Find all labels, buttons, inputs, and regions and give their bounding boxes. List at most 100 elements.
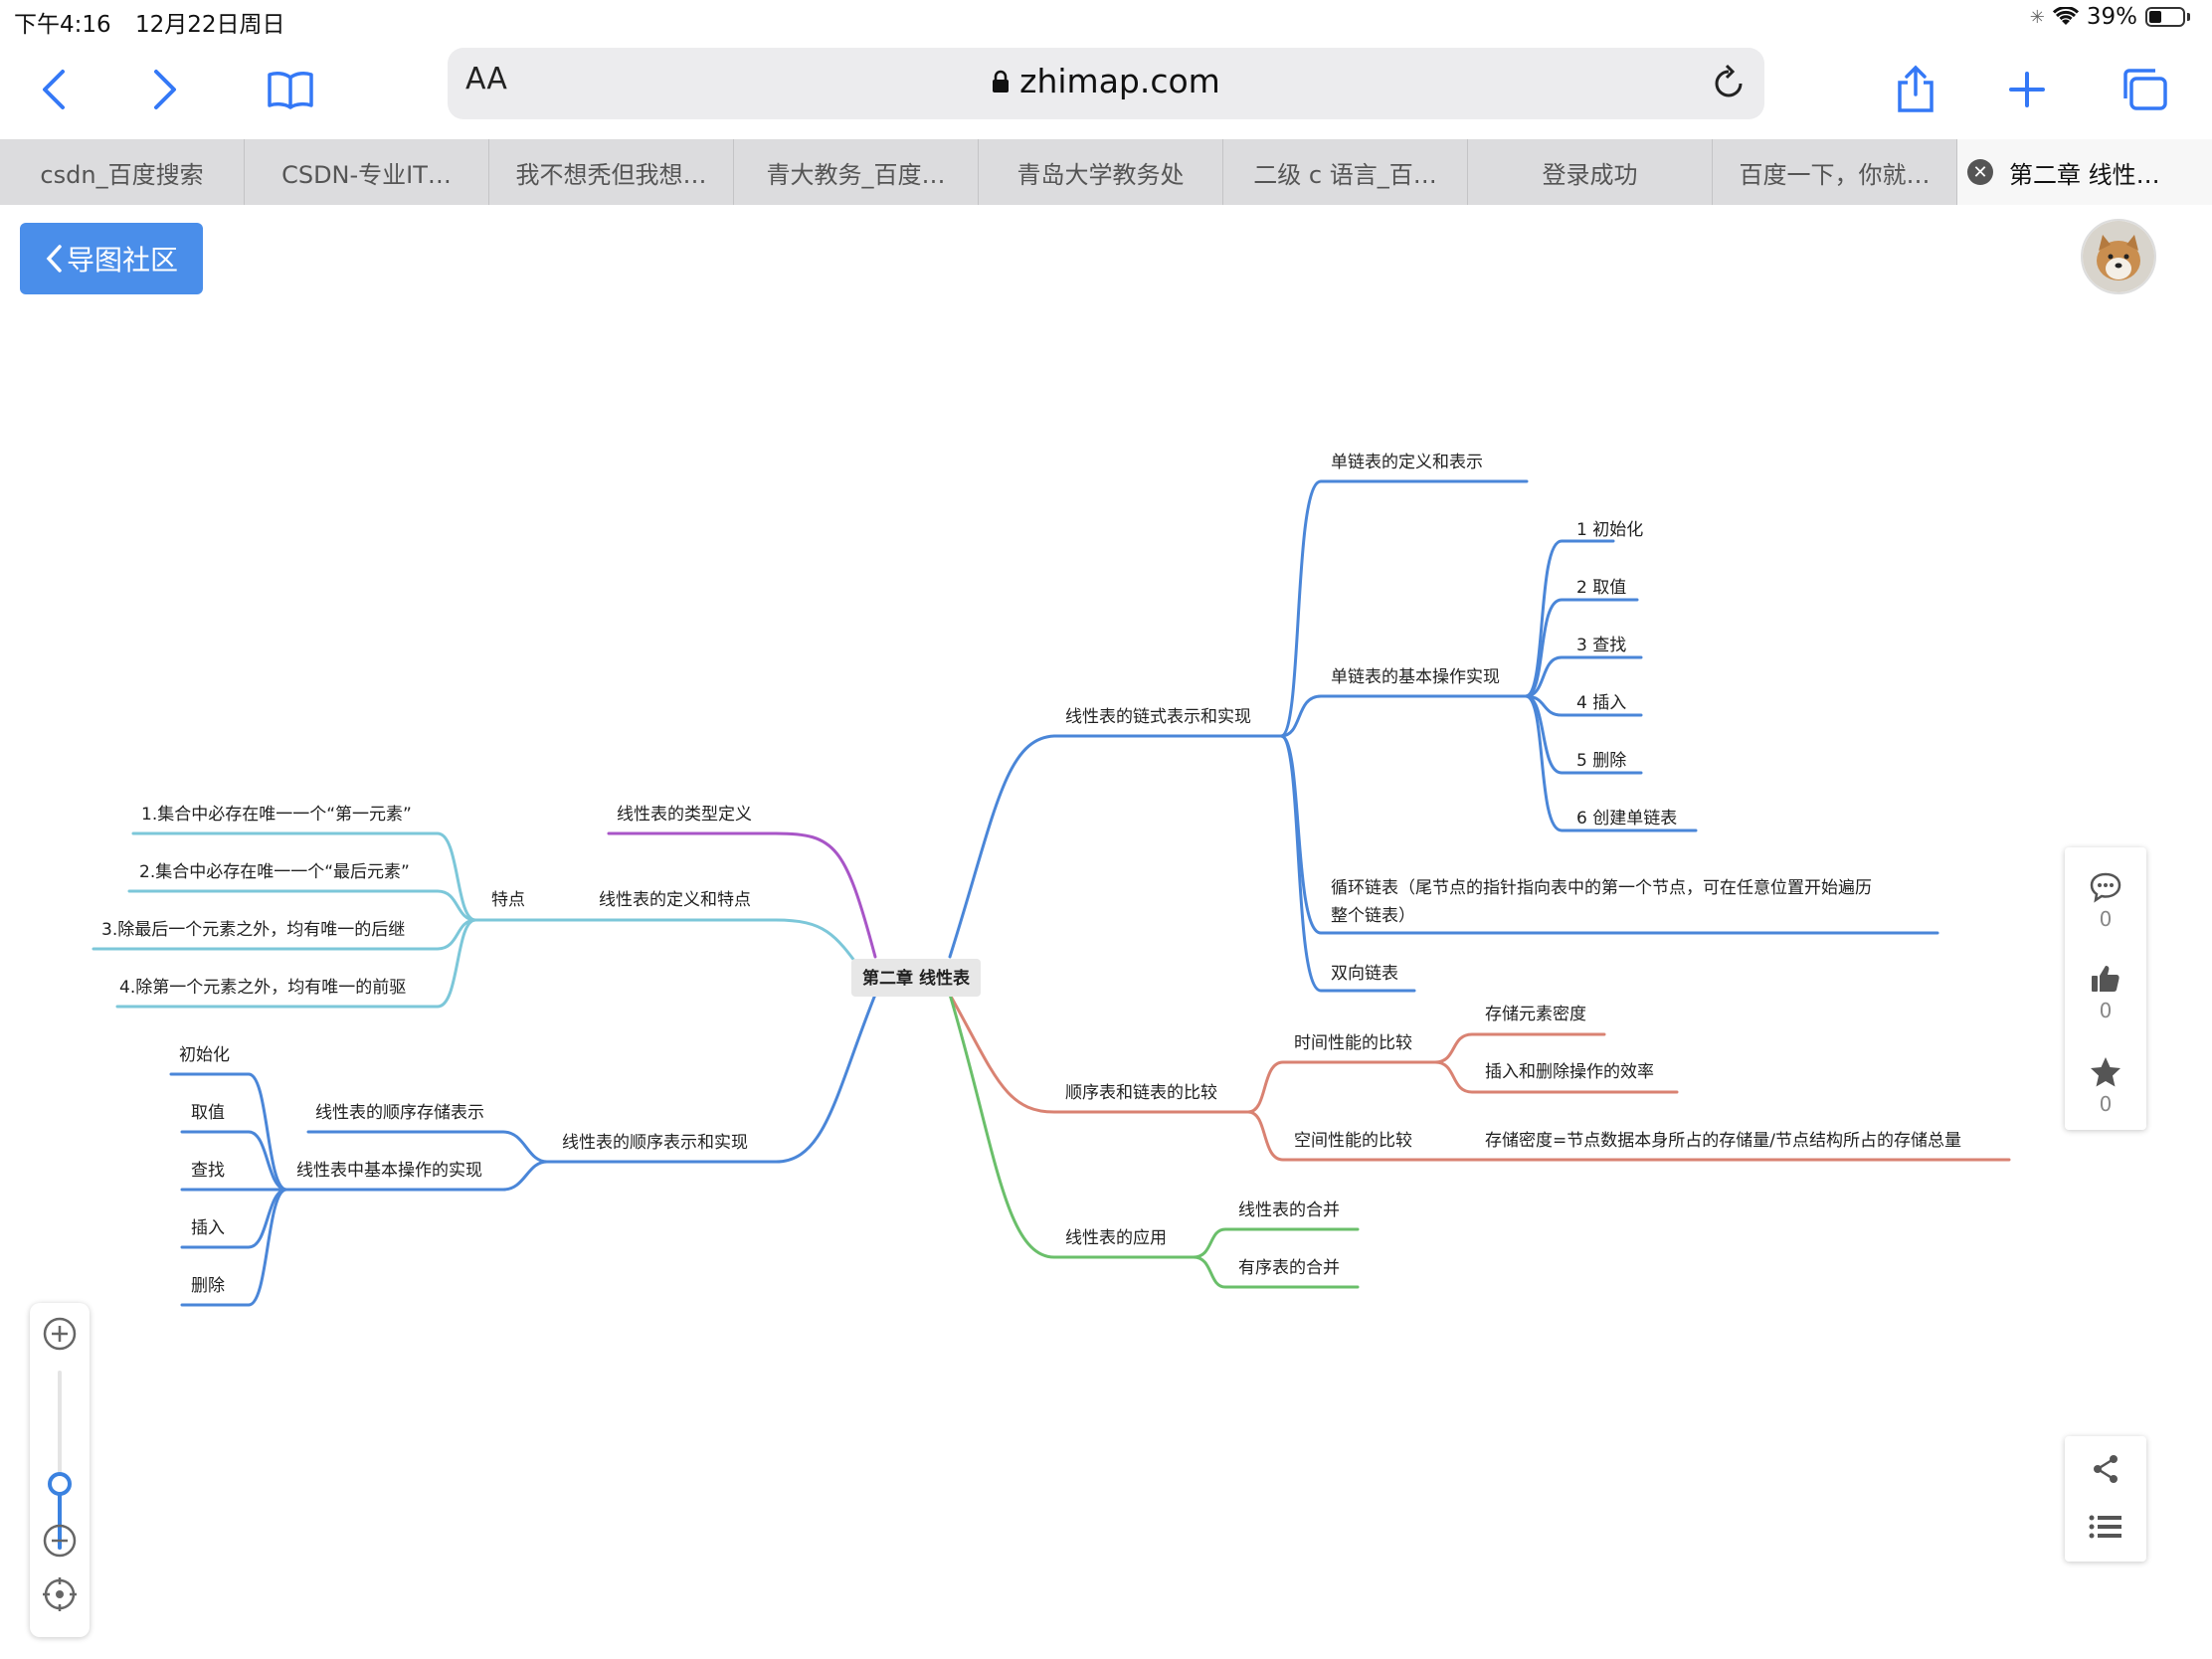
reload-button[interactable]	[1711, 62, 1747, 105]
like-button[interactable]: 0	[2065, 963, 2146, 1022]
node-seq-ops[interactable]: 线性表中基本操作的实现	[296, 1161, 482, 1181]
back-button[interactable]	[24, 60, 84, 119]
status-bar: 下午4:16 12月22日周日 ✳ 39%	[0, 0, 2212, 40]
node-density[interactable]: 存储元素密度	[1485, 1005, 1586, 1024]
comment-count: 0	[2099, 907, 2113, 931]
list-icon	[2089, 1515, 2121, 1539]
reader-aa-button[interactable]: AA	[465, 62, 507, 96]
node-seq-store[interactable]: 线性表的顺序存储表示	[315, 1103, 484, 1123]
node-efficiency[interactable]: 插入和删除操作的效率	[1485, 1062, 1654, 1082]
root-node-box[interactable]	[851, 959, 981, 997]
node-ll-op4[interactable]: 4 插入	[1576, 693, 1626, 713]
avatar[interactable]	[2081, 219, 2156, 294]
lock-icon	[993, 70, 1010, 92]
node-sop4[interactable]: 插入	[191, 1218, 225, 1238]
tab-bar: csdn_百度搜索 CSDN-专业IT… 我不想秃但我想… 青大教务_百度… 青…	[0, 139, 2212, 205]
tab-6[interactable]: 二级 c 语言_百…	[1223, 139, 1468, 205]
node-circular-line1[interactable]: 循环链表（尾节点的指针指向表中的第一个节点，可在任意位置开始遍历	[1331, 878, 1872, 898]
tab-3[interactable]: 我不想秃但我想…	[489, 139, 734, 205]
forward-button[interactable]	[135, 60, 195, 119]
node-sop3[interactable]: 查找	[191, 1161, 225, 1181]
node-feat3[interactable]: 3.除最后一个元素之外，均有唯一的后继	[101, 920, 405, 940]
connector-time-cmp	[1246, 1060, 1437, 1114]
node-linked[interactable]: 线性表的链式表示和实现	[1065, 707, 1251, 727]
new-tab-button[interactable]	[1997, 60, 2057, 119]
tab-csdn[interactable]: CSDN-专业IT…	[245, 139, 489, 205]
battery-level	[2149, 11, 2162, 23]
tab-5[interactable]: 青岛大学教务处	[979, 139, 1223, 205]
connector-ll-op6	[1524, 694, 1698, 832]
root-node-label[interactable]: 第二章 线性表	[862, 968, 971, 989]
tab-overview-button[interactable]	[2115, 60, 2174, 119]
node-type-def[interactable]: 线性表的类型定义	[617, 805, 752, 825]
connector-sop2	[180, 1130, 288, 1192]
node-sop2[interactable]: 取值	[191, 1103, 225, 1123]
node-seq[interactable]: 线性表的顺序表示和实现	[562, 1133, 748, 1153]
node-circular-line2[interactable]: 整个链表）	[1331, 906, 1415, 926]
node-ordered-merge[interactable]: 有序表的合并	[1238, 1258, 1340, 1278]
zoom-slider-track[interactable]	[58, 1371, 62, 1550]
tab-4[interactable]: 青大教务_百度…	[734, 139, 979, 205]
node-feat2[interactable]: 2.集合中必存在唯一一个“最后元素”	[139, 862, 410, 882]
outline-button[interactable]	[2089, 1514, 2122, 1544]
node-feat[interactable]: 特点	[491, 890, 525, 910]
zoom-out-icon	[43, 1524, 77, 1558]
back-to-community-button[interactable]: 导图社区	[20, 223, 203, 294]
connector-ll-op2	[1524, 598, 1639, 698]
node-sop5[interactable]: 删除	[191, 1276, 225, 1296]
chevron-right-icon	[154, 70, 176, 109]
node-sop1[interactable]: 初始化	[179, 1045, 230, 1065]
connector-feat4	[115, 918, 477, 1009]
node-merge[interactable]: 线性表的合并	[1238, 1200, 1340, 1220]
connector-type-def	[607, 831, 877, 959]
node-ll-ops[interactable]: 单链表的基本操作实现	[1331, 667, 1500, 687]
share-page-button[interactable]	[1886, 60, 1945, 119]
star-button[interactable]: 0	[2065, 1056, 2146, 1116]
tab-8[interactable]: 百度一下，你就…	[1713, 139, 1957, 205]
thumbs-up-icon	[2092, 966, 2120, 992]
status-indicators: ✳ 39%	[2030, 4, 2190, 30]
node-ll-op2[interactable]: 2 取值	[1576, 578, 1626, 598]
node-time-cmp[interactable]: 时间性能的比较	[1294, 1033, 1412, 1053]
url-display: zhimap.com	[448, 62, 1764, 100]
tab-7[interactable]: 登录成功	[1468, 139, 1713, 205]
node-ll-op6[interactable]: 6 创建单链表	[1576, 809, 1677, 829]
node-density-def[interactable]: 存储密度=节点数据本身所占的存储量/节点结构所占的存储总量	[1485, 1131, 1961, 1151]
node-space-cmp[interactable]: 空间性能的比较	[1294, 1131, 1412, 1151]
bookmarks-button[interactable]	[261, 60, 320, 119]
plus-icon	[2009, 72, 2045, 107]
connector-space-cmp	[1246, 1110, 1437, 1162]
connector-compare	[948, 993, 1250, 1114]
tab-active[interactable]: ✕ 第二章 线性…	[1957, 139, 2212, 205]
connector-ll-op3	[1524, 655, 1643, 698]
node-compare[interactable]: 顺序表和链表的比较	[1065, 1083, 1217, 1103]
node-apply[interactable]: 线性表的应用	[1065, 1228, 1167, 1248]
node-def-feat[interactable]: 线性表的定义和特点	[599, 890, 751, 910]
dog-avatar-icon	[2083, 221, 2154, 292]
center-view-button[interactable]	[43, 1577, 77, 1615]
node-feat1[interactable]: 1.集合中必存在唯一一个“第一元素”	[141, 805, 412, 825]
star-count: 0	[2099, 1092, 2113, 1116]
share-button[interactable]	[2091, 1454, 2120, 1488]
node-doubly[interactable]: 双向链表	[1331, 964, 1398, 984]
battery-icon	[2145, 7, 2185, 27]
zoom-in-button[interactable]	[43, 1317, 77, 1355]
close-tab-icon[interactable]: ✕	[1967, 159, 1993, 185]
node-ll-op1[interactable]: 1 初始化	[1576, 520, 1643, 540]
comment-button[interactable]: 0	[2065, 871, 2146, 931]
address-bar[interactable]: AA zhimap.com	[448, 48, 1764, 119]
node-feat4[interactable]: 4.除第一个元素之外，均有唯一的前驱	[119, 978, 406, 998]
node-ll-def[interactable]: 单链表的定义和表示	[1331, 453, 1483, 472]
comment-icon	[2090, 872, 2121, 903]
node-ll-op5[interactable]: 5 删除	[1576, 751, 1626, 771]
tab-csdn-search[interactable]: csdn_百度搜索	[0, 139, 245, 205]
zoom-slider-handle[interactable]	[48, 1472, 72, 1496]
connector-sop1	[169, 1072, 288, 1192]
zoom-in-icon	[43, 1317, 77, 1351]
connector-seq	[545, 993, 877, 1164]
reload-icon	[1715, 64, 1743, 97]
zoom-out-button[interactable]	[43, 1524, 77, 1562]
node-ll-op3[interactable]: 3 查找	[1576, 636, 1626, 655]
activity-icon: ✳	[2029, 6, 2045, 28]
